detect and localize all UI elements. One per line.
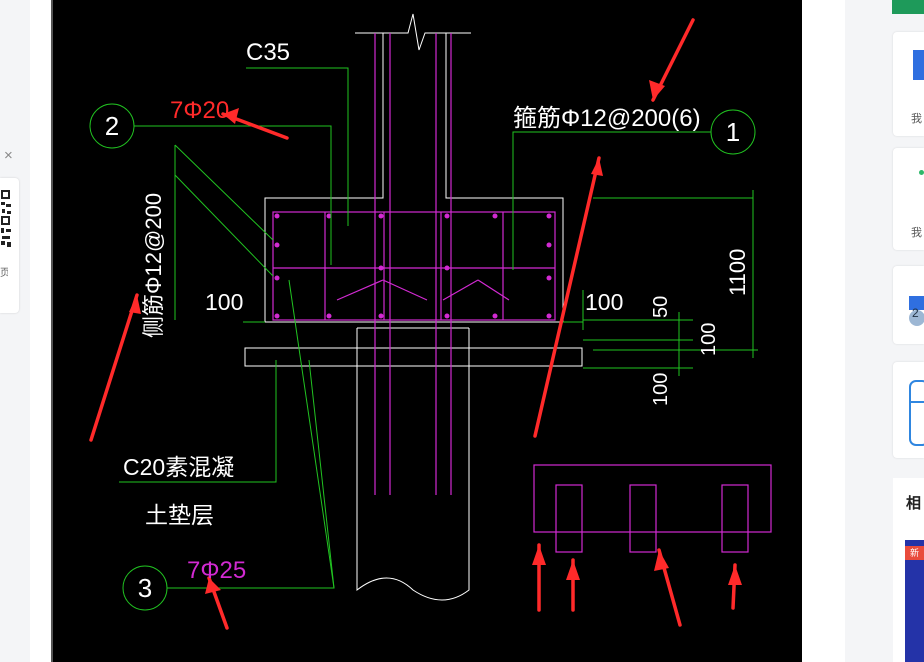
card-3-badge: 2 xyxy=(912,306,919,320)
dim-100-a: 100 xyxy=(698,323,720,356)
callout-3: 3 xyxy=(138,573,152,603)
cad-drawing: C35 7Φ20 箍筋Φ12@200(6) C20素混凝 土垫层 7Φ25 10… xyxy=(51,0,802,662)
badge-icon xyxy=(909,296,924,326)
app-icon xyxy=(909,380,924,446)
leaf-icon xyxy=(919,170,924,175)
card-icon xyxy=(913,50,924,80)
callout-1: 1 xyxy=(726,117,740,147)
drawing-labels: C35 7Φ20 箍筋Φ12@200(6) C20素混凝 土垫层 7Φ25 10… xyxy=(105,39,750,603)
green-action-bar[interactable] xyxy=(892,0,924,14)
dim-1100: 1100 xyxy=(725,249,750,296)
new-tag: 新 xyxy=(905,546,924,560)
sidebar-card-1[interactable]: 我 xyxy=(893,32,924,136)
c20-label: C20素混凝 xyxy=(123,454,234,480)
red-arrowheads xyxy=(129,80,742,594)
cad-drawing-svg: C35 7Φ20 箍筋Φ12@200(6) C20素混凝 土垫层 7Φ25 10… xyxy=(89,13,772,630)
qr-code-icon xyxy=(0,188,12,250)
qr-caption: 页 xyxy=(0,268,8,279)
rebar-cage xyxy=(272,33,772,553)
sidebar-card-2[interactable]: 我 xyxy=(893,148,924,250)
card-2-label: 我 xyxy=(911,227,922,239)
dim-100-b: 100 xyxy=(650,373,672,406)
c35-label: C35 xyxy=(246,39,290,66)
cushion-label: 土垫层 xyxy=(145,502,214,528)
related-thumbnail[interactable]: 新 xyxy=(905,540,924,662)
leader-lines xyxy=(89,67,758,611)
dim-right-100: 100 xyxy=(585,289,623,315)
bar2-label: 7Φ20 xyxy=(170,97,229,124)
card-1-label: 我 xyxy=(911,113,922,125)
sidebar-card-3[interactable]: 2 xyxy=(893,266,924,344)
close-icon[interactable]: × xyxy=(4,147,13,164)
rebar-dots xyxy=(274,213,552,319)
bar3-label: 7Φ25 xyxy=(187,557,246,584)
dim-left-100: 100 xyxy=(205,289,243,315)
side-bar-label: 侧筋Φ12@200 xyxy=(141,193,166,338)
stirrup-label: 箍筋Φ12@200(6) xyxy=(513,105,701,132)
related-title: 相 xyxy=(906,495,922,512)
sidebar-card-4[interactable] xyxy=(893,362,924,458)
column-outline xyxy=(244,13,583,601)
callout-2: 2 xyxy=(105,111,119,141)
qr-code-card[interactable] xyxy=(0,178,19,313)
dim-50: 50 xyxy=(650,296,672,318)
related-section: 相 新 xyxy=(893,478,924,662)
